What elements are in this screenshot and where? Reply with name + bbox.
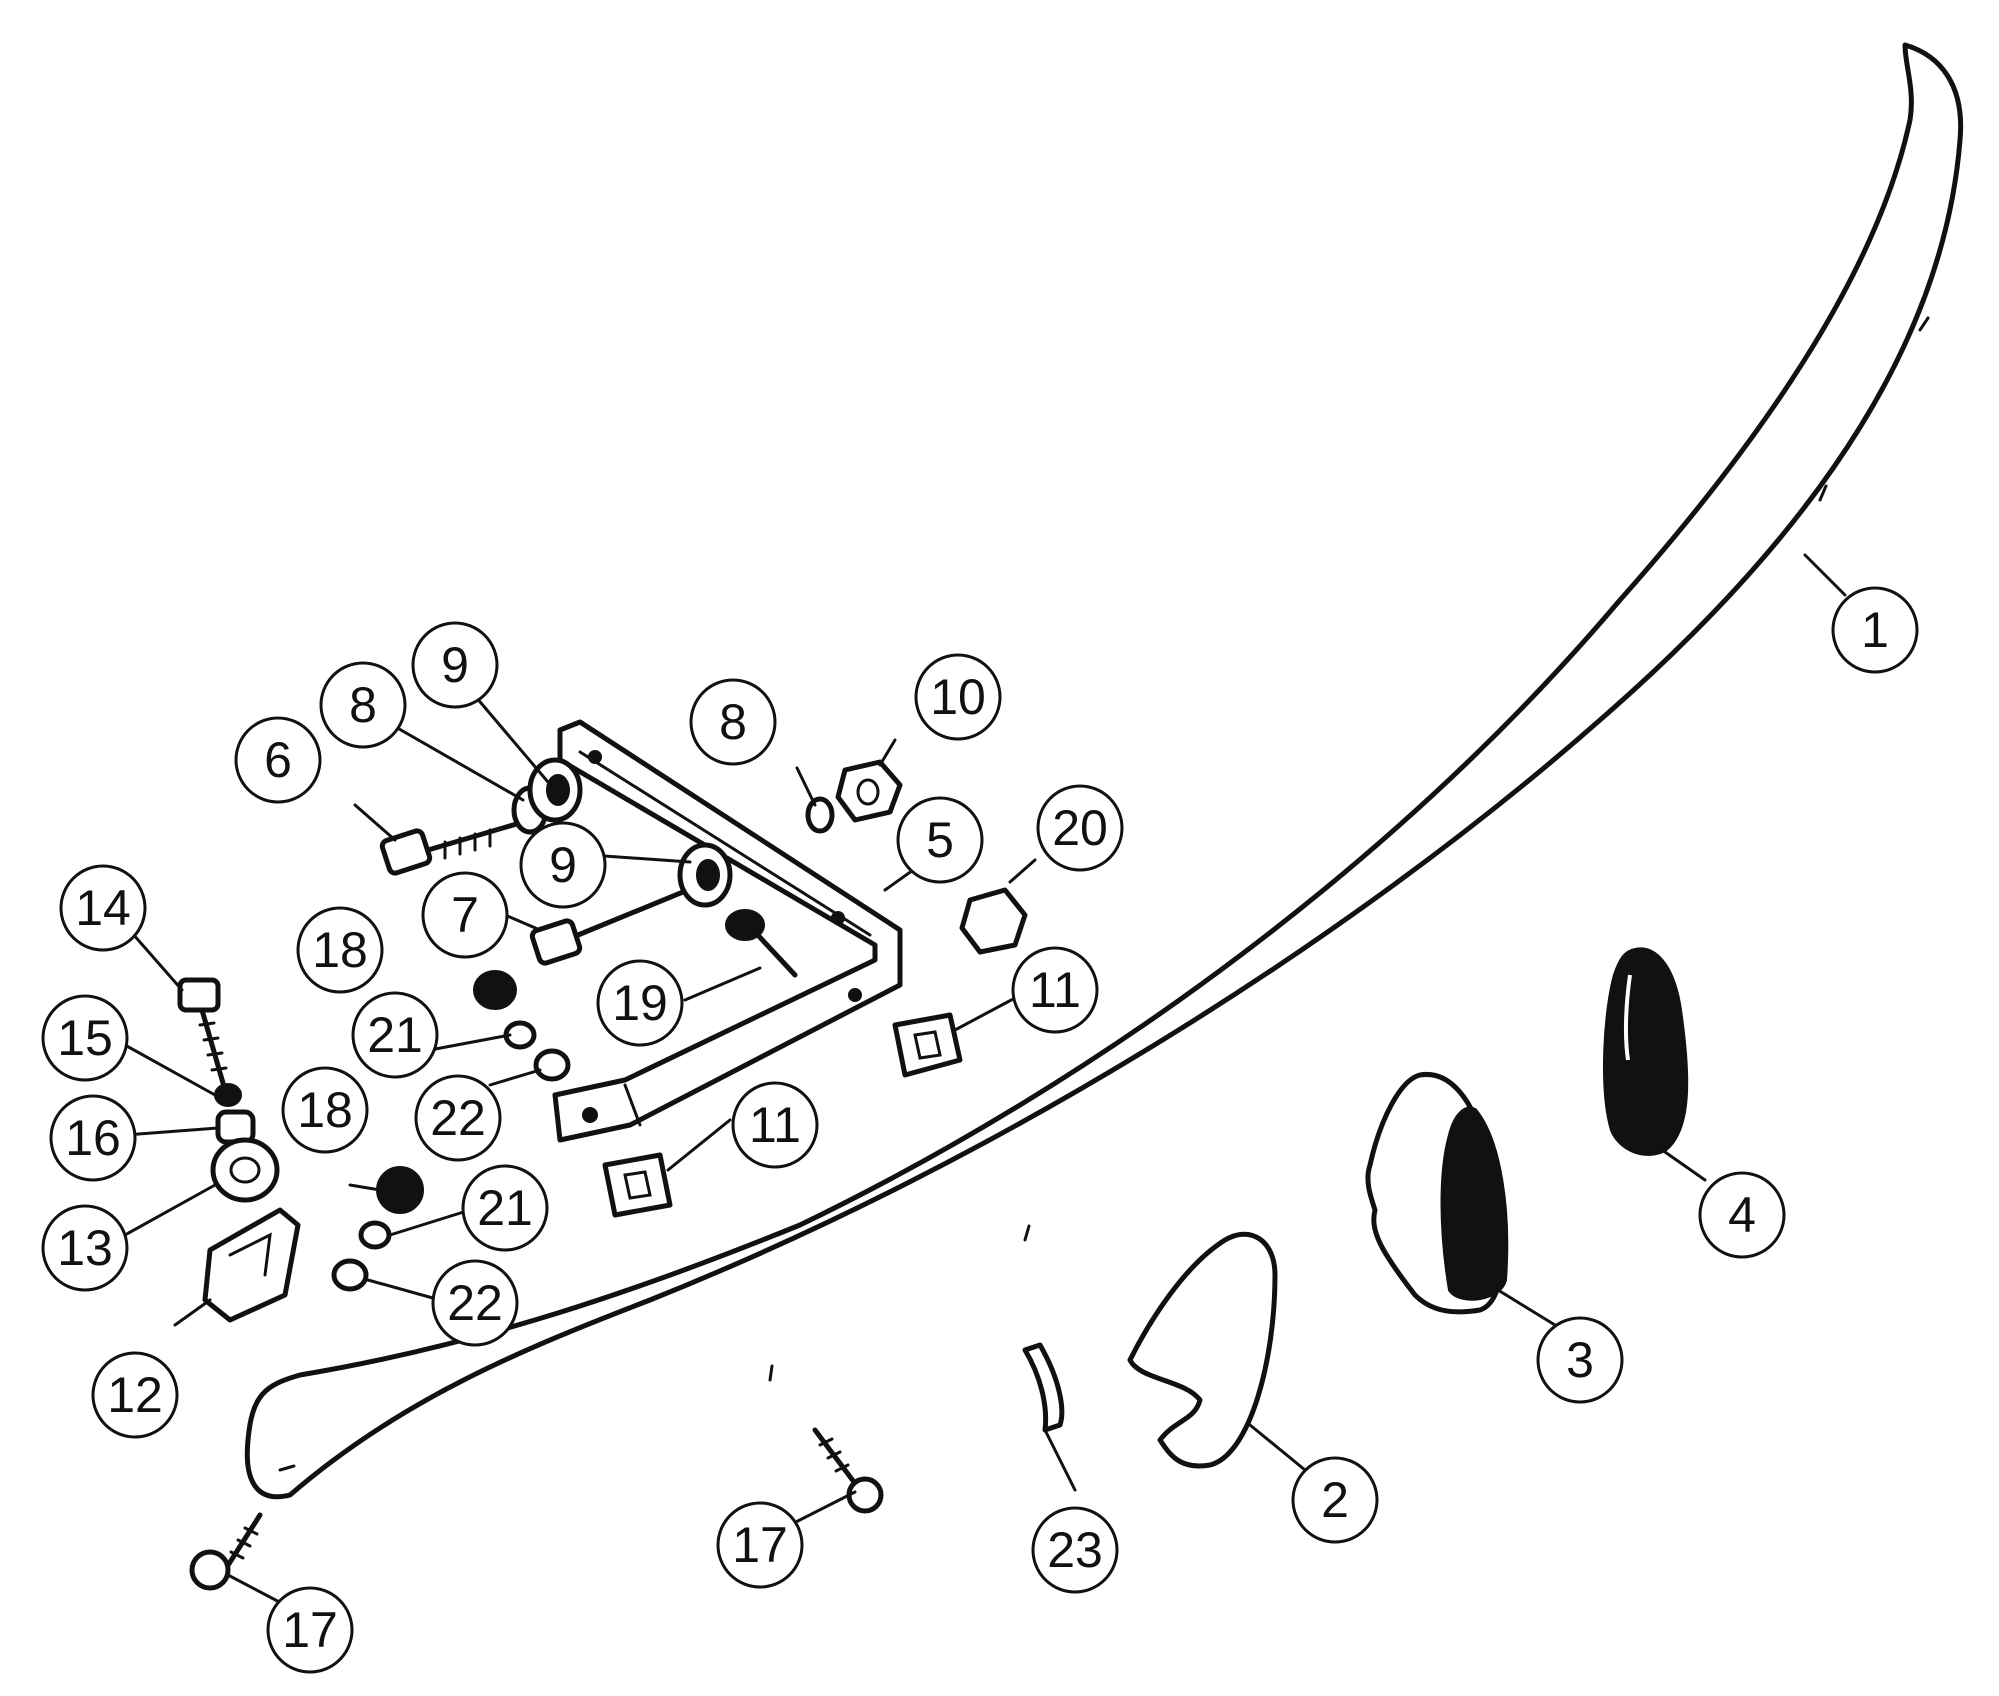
svg-text:17: 17 <box>282 1602 338 1658</box>
callout-11-lower: 11 <box>731 1081 819 1169</box>
spring-washer-8-right <box>805 796 835 834</box>
callout-5: 5 <box>896 796 984 884</box>
svg-text:9: 9 <box>441 637 469 693</box>
callout-19: 19 <box>596 959 684 1047</box>
svg-text:20: 20 <box>1052 800 1108 856</box>
callout-9-top: 9 <box>411 621 499 709</box>
svg-text:21: 21 <box>477 1180 533 1236</box>
nut-10 <box>835 759 903 823</box>
mounting-bracket <box>552 719 903 1143</box>
svg-text:19: 19 <box>612 975 668 1031</box>
callout-4: 4 <box>1698 1171 1786 1259</box>
callout-3: 3 <box>1536 1316 1624 1404</box>
spacer-16 <box>215 1109 256 1145</box>
svg-text:18: 18 <box>297 1082 353 1138</box>
clip-11-lower <box>602 1152 673 1218</box>
svg-text:16: 16 <box>65 1110 121 1166</box>
callout-1: 1 <box>1831 586 1919 674</box>
svg-text:10: 10 <box>930 669 986 725</box>
callout-17-left: 17 <box>266 1586 354 1674</box>
pad-23 <box>1022 1342 1065 1433</box>
spacer-9-bottom <box>677 842 733 908</box>
washer-22-lower <box>331 1258 369 1292</box>
svg-text:11: 11 <box>749 1097 801 1153</box>
callout-23: 23 <box>1031 1506 1119 1594</box>
svg-text:11: 11 <box>1029 962 1081 1018</box>
callout-22-upper: 22 <box>414 1074 502 1162</box>
svg-text:22: 22 <box>447 1275 503 1331</box>
nut-18-lower <box>376 1166 424 1214</box>
seal-2 <box>1127 1231 1278 1469</box>
svg-text:13: 13 <box>57 1220 113 1276</box>
svg-text:7: 7 <box>451 887 479 943</box>
svg-text:14: 14 <box>75 880 131 936</box>
svg-text:1: 1 <box>1861 602 1889 658</box>
callout-8-left: 8 <box>319 661 407 749</box>
svg-text:22: 22 <box>430 1090 486 1146</box>
callout-20: 20 <box>1036 784 1124 872</box>
svg-text:3: 3 <box>1566 1332 1594 1388</box>
leader-lines <box>123 553 1847 1607</box>
bolt-17-center <box>812 1427 884 1514</box>
bolt-19 <box>725 909 798 978</box>
svg-text:8: 8 <box>719 694 747 750</box>
svg-text:21: 21 <box>367 1007 423 1063</box>
callout-15: 15 <box>41 994 129 1082</box>
callout-13: 13 <box>41 1204 129 1292</box>
svg-text:8: 8 <box>349 677 377 733</box>
svg-text:9: 9 <box>549 837 577 893</box>
callout-6: 6 <box>234 716 322 804</box>
svg-text:4: 4 <box>1728 1187 1756 1243</box>
nut-20 <box>959 887 1028 955</box>
svg-text:23: 23 <box>1047 1522 1103 1578</box>
svg-text:18: 18 <box>312 922 368 978</box>
svg-text:2: 2 <box>1321 1472 1349 1528</box>
clip-11-upper <box>892 1012 963 1078</box>
bolt-6 <box>379 817 533 876</box>
washer-15 <box>214 1083 242 1107</box>
overrider-cover-4 <box>1603 947 1689 1156</box>
callout-14: 14 <box>59 864 147 952</box>
callout-17-center: 17 <box>716 1501 804 1589</box>
callout-7: 7 <box>421 871 509 959</box>
callout-9-bottom: 9 <box>519 821 607 909</box>
svg-text:6: 6 <box>264 732 292 788</box>
nut-18-upper <box>473 970 517 1010</box>
callout-21-lower: 21 <box>461 1164 549 1252</box>
callout-16: 16 <box>49 1094 137 1182</box>
svg-text:5: 5 <box>926 812 954 868</box>
svg-text:12: 12 <box>107 1367 163 1423</box>
callout-11-upper: 11 <box>1011 946 1099 1034</box>
bolt-17-left <box>189 1512 263 1591</box>
bumper-blade <box>244 42 1964 1500</box>
washer-21-lower <box>358 1220 392 1250</box>
callouts: 1 2 3 4 5 6 7 8 8 9 9 10 11 11 12 13 14 … <box>41 586 1919 1674</box>
callout-2: 2 <box>1291 1456 1379 1544</box>
svg-text:17: 17 <box>732 1517 788 1573</box>
bolt-7 <box>529 882 703 966</box>
callout-18-lower: 18 <box>281 1066 369 1154</box>
callout-18-upper: 18 <box>296 906 384 994</box>
callout-22-lower: 22 <box>431 1259 519 1347</box>
washer-22-upper <box>533 1048 571 1082</box>
overrider-3 <box>1365 1072 1509 1315</box>
svg-text:15: 15 <box>57 1010 113 1066</box>
bracket-12 <box>202 1207 301 1323</box>
callout-8-right: 8 <box>689 678 777 766</box>
callout-10: 10 <box>914 653 1002 741</box>
rubber-13 <box>210 1137 280 1203</box>
callout-21-upper: 21 <box>351 991 439 1079</box>
callout-12: 12 <box>91 1351 179 1439</box>
bolt-14 <box>177 977 228 1093</box>
